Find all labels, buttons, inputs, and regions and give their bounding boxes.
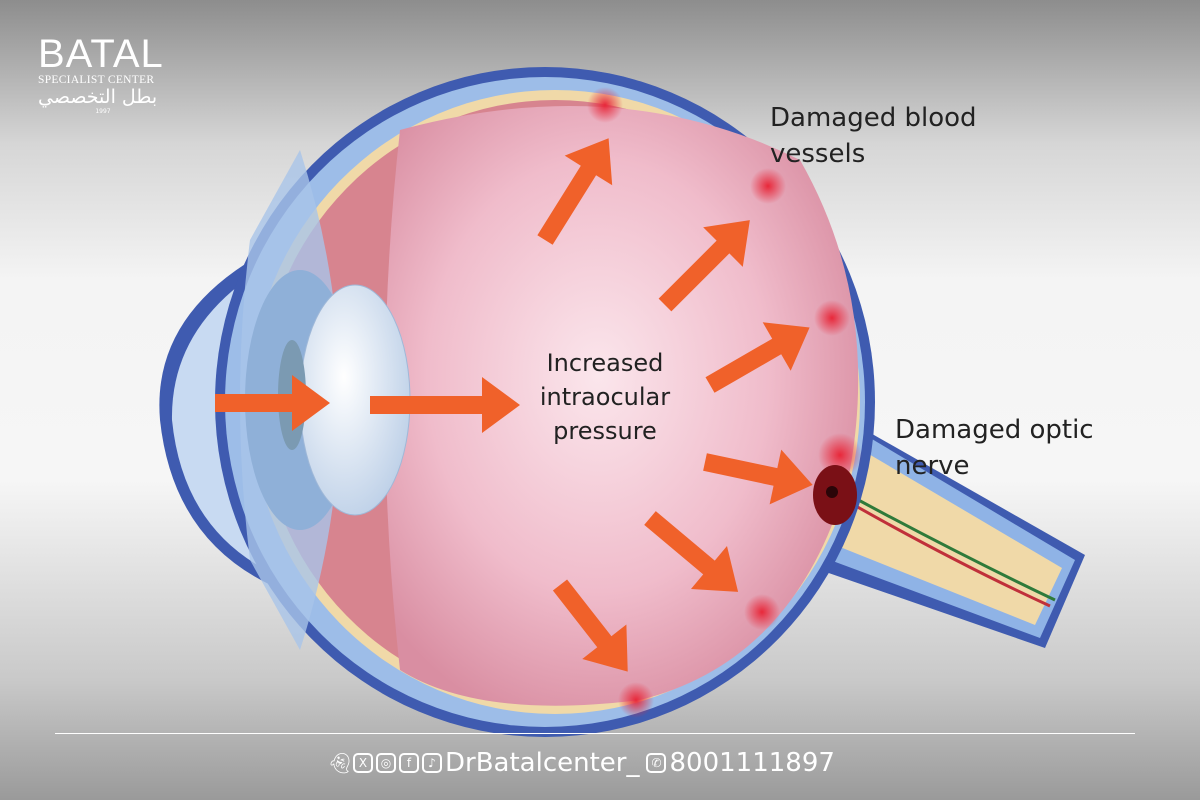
- instagram-icon[interactable]: ◎: [376, 753, 396, 773]
- contact-footer: 👻︎ X ◎ f ♪ DrBatalcenter_ ✆ 8001111897: [327, 748, 835, 778]
- label-damaged-blood-vessels: Damaged blood vessels: [770, 100, 977, 172]
- phone-icon: ✆: [646, 753, 667, 773]
- pressure-arrow: [215, 375, 330, 431]
- damage-spots: [587, 87, 862, 718]
- logo-year: 1997: [95, 108, 111, 115]
- snapchat-icon[interactable]: 👻︎: [327, 751, 353, 775]
- label-line: pressure: [553, 417, 657, 445]
- label-line: Increased: [546, 349, 664, 377]
- label-line: Damaged optic: [895, 415, 1094, 445]
- batal-logo: BATAL SPECIALIST CENTER بطل التخصصي 1997: [38, 34, 173, 115]
- optic-nerve: [820, 410, 1085, 648]
- label-damaged-optic-nerve: Damaged optic nerve: [895, 412, 1094, 484]
- x-icon[interactable]: X: [353, 753, 373, 773]
- social-handle[interactable]: DrBatalcenter_: [445, 748, 640, 778]
- pressure-arrow: [370, 377, 520, 433]
- label-line: intraocular: [539, 383, 671, 411]
- label-line: nerve: [895, 451, 970, 481]
- pressure-arrow: [537, 138, 613, 245]
- pressure-arrow: [658, 220, 750, 312]
- facebook-icon[interactable]: f: [399, 753, 419, 773]
- pressure-arrow: [705, 322, 810, 393]
- logo-brand: BATAL: [38, 32, 164, 76]
- pressure-arrow: [703, 449, 813, 505]
- pressure-arrow: [552, 579, 628, 672]
- phone-number[interactable]: 8001111897: [669, 748, 835, 778]
- label-line: Damaged blood: [770, 103, 977, 133]
- pressure-arrows: [215, 138, 813, 672]
- tiktok-icon[interactable]: ♪: [422, 753, 442, 773]
- label-line: vessels: [770, 139, 866, 169]
- logo-arabic: بطل التخصصي: [38, 86, 158, 108]
- logo-subtitle: SPECIALIST CENTER: [38, 74, 155, 86]
- footer-divider: [55, 733, 1135, 734]
- label-increased-pressure: Increased intraocular pressure: [520, 346, 690, 448]
- pressure-arrow: [644, 511, 739, 592]
